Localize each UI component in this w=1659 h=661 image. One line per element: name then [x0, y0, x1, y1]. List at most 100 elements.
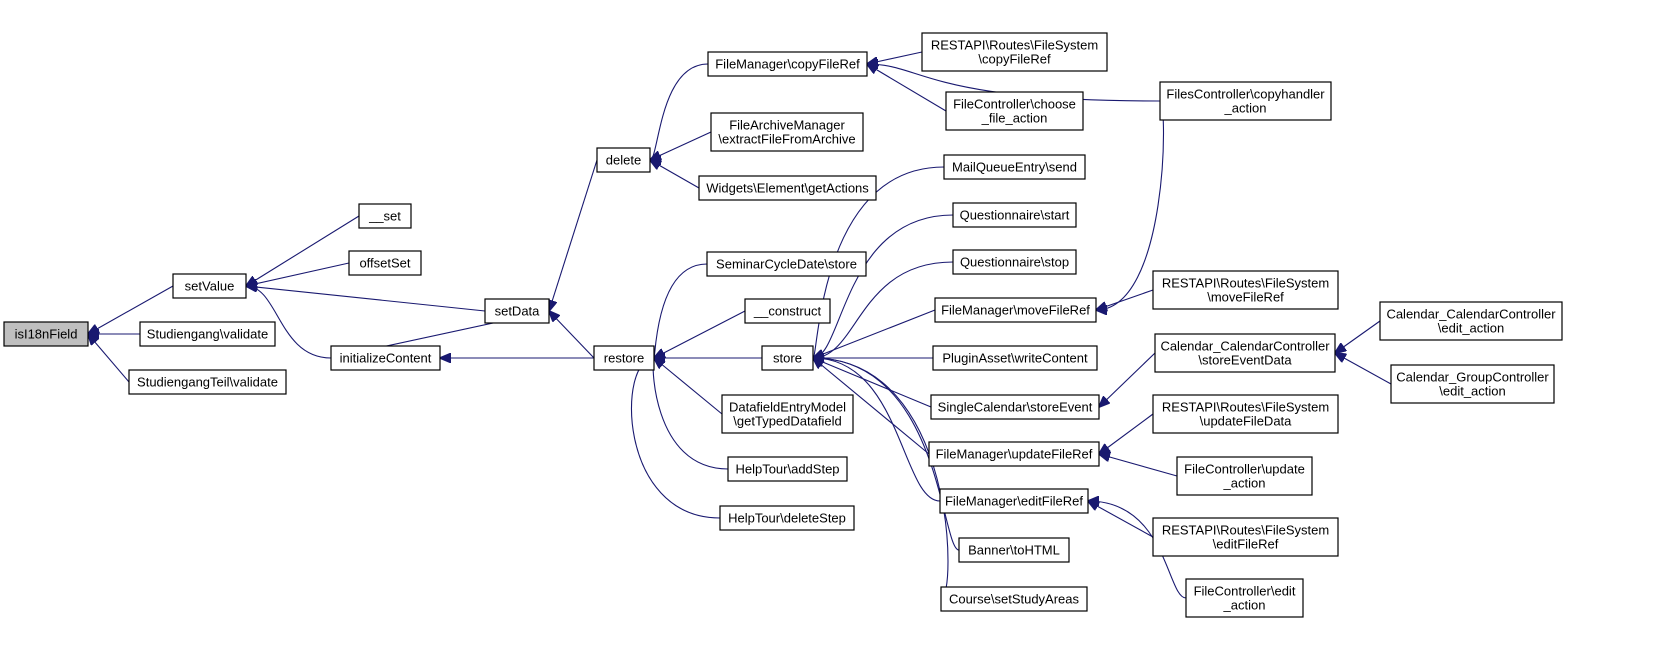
node-box [958, 537, 1070, 563]
node-ccc_edit[interactable]: Calendar_CalendarController\edit_action [1379, 301, 1563, 341]
edge-dem_getTyped-to-restore [654, 358, 723, 415]
node-widgets_getActions[interactable]: Widgets\Element\getActions [698, 175, 877, 201]
node-label: FileManager\moveFileRef [941, 303, 1090, 318]
node-label: FileController\choose [953, 97, 1076, 112]
node-course_setStudy[interactable]: Course\setStudyAreas [940, 586, 1088, 612]
node-label: MailQueueEntry\send [952, 160, 1077, 175]
node-store[interactable]: store [761, 345, 814, 371]
edge-set-to-setValue [246, 215, 360, 286]
edge-setValue-to-isI18nField [88, 285, 174, 334]
node-scd_store[interactable]: SeminarCycleDate\store [706, 251, 867, 277]
node-studiengangteil_validate[interactable]: StudiengangTeil\validate [128, 369, 287, 395]
node-box [139, 321, 276, 347]
node-label: __set [368, 209, 401, 224]
node-label: _action [1223, 476, 1266, 491]
edge-q_start-to-store [813, 214, 954, 358]
node-label: StudiengangTeil\validate [137, 375, 278, 390]
node-box [358, 203, 412, 229]
node-ht_addStep[interactable]: HelpTour\addStep [727, 456, 848, 482]
node-label: setData [495, 304, 541, 319]
node-rest_updateFileData[interactable]: RESTAPI\Routes\FileSystem\updateFileData [1152, 394, 1339, 434]
edge-fc_update-to-fm_update [1099, 454, 1178, 477]
node-box [1176, 456, 1313, 496]
node-label: Widgets\Element\getActions [706, 181, 869, 196]
node-box [952, 249, 1077, 275]
node-fc_update[interactable]: FileController\update_action [1176, 456, 1313, 496]
node-label: setValue [185, 279, 235, 294]
node-box [727, 456, 848, 482]
node-fc_choose[interactable]: FileController\choose_file_action [945, 91, 1084, 131]
node-delete[interactable]: delete [596, 147, 651, 173]
nodes-layer: isI18nFieldsetValueStudiengang\validateS… [3, 32, 1563, 618]
node-box [128, 369, 287, 395]
node-cgc_edit[interactable]: Calendar_GroupController\edit_action [1390, 364, 1555, 404]
node-box [593, 345, 655, 371]
edge-setData-to-setValue [246, 286, 486, 312]
node-mq_send[interactable]: MailQueueEntry\send [943, 154, 1086, 180]
node-fm_move[interactable]: FileManager\moveFileRef [934, 297, 1097, 323]
node-box [945, 91, 1084, 131]
node-q_stop[interactable]: Questionnaire\stop [952, 249, 1077, 275]
node-label: \edit_action [1438, 321, 1505, 336]
edge-ccc_storeEventData-to-sc_storeEvent [1099, 352, 1156, 407]
edge-initializeContent-to-setValue [246, 286, 332, 359]
node-rest_copyFileRef[interactable]: RESTAPI\Routes\FileSystem\copyFileRef [921, 32, 1108, 72]
node-box [1152, 270, 1339, 310]
node-label: \editFileRef [1213, 537, 1279, 552]
node-label: SingleCalendar\storeEvent [938, 400, 1093, 415]
node-ccc_storeEventData[interactable]: Calendar_CalendarController\storeEventDa… [1154, 333, 1336, 373]
node-label: Questionnaire\start [960, 208, 1070, 223]
node-offsetSet[interactable]: offsetSet [348, 250, 422, 276]
node-pa_write[interactable]: PluginAsset\writeContent [932, 345, 1098, 371]
node-studiengang_validate[interactable]: Studiengang\validate [139, 321, 276, 347]
node-setData[interactable]: setData [484, 298, 550, 324]
node-fm_edit[interactable]: FileManager\editFileRef [939, 488, 1089, 514]
node-rest_editFileRef[interactable]: RESTAPI\Routes\FileSystem\editFileRef [1152, 517, 1339, 557]
node-box [1159, 81, 1332, 121]
node-initializeContent[interactable]: initializeContent [330, 345, 441, 371]
node-sc_storeEvent[interactable]: SingleCalendar\storeEvent [930, 394, 1100, 420]
node-label: restore [604, 351, 644, 366]
node-label: RESTAPI\Routes\FileSystem [1162, 276, 1329, 291]
node-box [1152, 394, 1339, 434]
node-rest_moveFileRef[interactable]: RESTAPI\Routes\FileSystem\moveFileRef [1152, 270, 1339, 310]
node-isI18nField[interactable]: isI18nField [3, 321, 89, 347]
node-fam_extract[interactable]: FileArchiveManager\extractFileFromArchiv… [710, 112, 864, 152]
edge-fm_edit-to-store [813, 358, 941, 502]
node-box [330, 345, 441, 371]
node-banner_toHTML[interactable]: Banner\toHTML [958, 537, 1070, 563]
node-box [744, 298, 831, 324]
node-box [710, 112, 864, 152]
node-restore[interactable]: restore [593, 345, 655, 371]
node-box [932, 345, 1098, 371]
edge-banner_toHTML-to-store [813, 358, 960, 551]
node-fm_copyFileRef[interactable]: FileManager\copyFileRef [707, 51, 868, 77]
node-set[interactable]: __set [358, 203, 412, 229]
node-label: \edit_action [1439, 384, 1506, 399]
node-fc_edit[interactable]: FileController\edit_action [1185, 578, 1304, 618]
edge-cgc_edit-to-ccc_storeEventData [1335, 353, 1392, 385]
node-label: \extractFileFromArchive [718, 132, 855, 147]
node-box [721, 394, 854, 434]
node-label: FileArchiveManager [729, 118, 845, 133]
edge-restore-to-setData [549, 311, 595, 359]
node-setValue[interactable]: setValue [172, 273, 247, 299]
node-fm_update[interactable]: FileManager\updateFileRef [928, 441, 1100, 467]
node-construct[interactable]: __construct [744, 298, 831, 324]
node-label: Studiengang\validate [147, 327, 268, 342]
node-box [761, 345, 814, 371]
node-label: store [773, 351, 802, 366]
node-label: RESTAPI\Routes\FileSystem [1162, 523, 1329, 538]
node-label: offsetSet [359, 256, 410, 271]
node-ht_deleteStep[interactable]: HelpTour\deleteStep [719, 505, 855, 531]
node-label: \copyFileRef [978, 52, 1051, 67]
node-box [939, 488, 1089, 514]
edge-q_stop-to-store [813, 261, 954, 358]
node-dem_getTyped[interactable]: DatafieldEntryModel\getTypedDatafield [721, 394, 854, 434]
node-box [1185, 578, 1304, 618]
node-label: RESTAPI\Routes\FileSystem [931, 38, 1098, 53]
node-box [1152, 517, 1339, 557]
node-label: initializeContent [340, 351, 432, 366]
node-q_start[interactable]: Questionnaire\start [952, 202, 1077, 228]
node-files_copyhandler[interactable]: FilesController\copyhandler_action [1159, 81, 1332, 121]
